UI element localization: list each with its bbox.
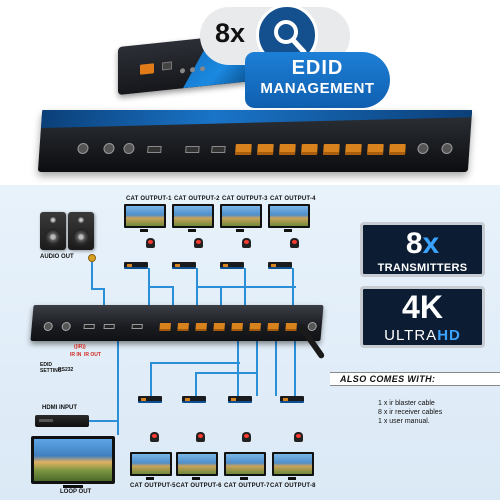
receiver-1	[124, 262, 148, 269]
ir-signal-icon: ((IR))	[74, 344, 86, 350]
receiver-7	[228, 396, 252, 403]
ir-receiver-eye-icon	[146, 238, 155, 248]
transmitters-count-num: 8	[405, 227, 423, 260]
speaker-right	[68, 212, 94, 250]
edid-label: EDID	[291, 57, 344, 79]
ir-out-label: IR OUT	[84, 352, 101, 358]
receiver-8	[280, 396, 304, 403]
magnify-count: 8x	[215, 18, 246, 48]
ir-receiver-eye-icon	[150, 432, 159, 442]
tv-output-4	[268, 204, 310, 228]
cat-output-2-label: CAT OUTPUT-2	[174, 196, 220, 202]
hdmi-input-label: HDMI INPUT	[42, 405, 77, 411]
cat-output-4-label: CAT OUTPUT-4	[270, 196, 316, 202]
tv-output-5	[130, 452, 172, 476]
receiver-3	[220, 262, 244, 269]
cat-output-6-label: CAT OUTPUT-6	[176, 483, 222, 489]
accessories-list: 1 x ir blaster cable 8 x ir receiver cab…	[378, 399, 442, 426]
tv-output-7	[224, 452, 266, 476]
edid-management-badge: EDID MANAGEMENT	[245, 52, 390, 108]
cat-output-1-label: CAT OUTPUT-1	[126, 196, 172, 202]
main-splitter-unit	[30, 305, 324, 341]
splitter-device-image	[37, 110, 473, 172]
speaker-left	[40, 212, 66, 250]
ir-receiver-eye-icon	[242, 238, 251, 248]
receiver-4	[268, 262, 292, 269]
list-item: 1 x ir blaster cable	[378, 400, 435, 407]
audio-jack-icon	[88, 254, 96, 262]
hdmi-source-device	[35, 415, 89, 427]
ultra-label: ULTRA	[384, 327, 438, 344]
audio-out-label: AUDIO OUT	[40, 254, 74, 260]
cat-output-5-label: CAT OUTPUT-5	[130, 483, 176, 489]
cat-output-7-label: CAT OUTPUT-7	[224, 483, 270, 489]
transmitters-badge: 8x TRANSMITTERS	[360, 222, 485, 277]
ir-receiver-eye-icon	[196, 432, 205, 442]
resolution-4k: 4K	[402, 289, 443, 325]
ir-receiver-eye-icon	[194, 238, 203, 248]
tv-output-6	[176, 452, 218, 476]
receiver-2	[172, 262, 196, 269]
loop-out-label: LOOP OUT	[60, 489, 92, 495]
cat-output-8-label: CAT OUTPUT-8	[270, 483, 316, 489]
management-label: MANAGEMENT	[260, 80, 375, 97]
ultra-hd-badge: 4K ULTRAHD	[360, 286, 485, 348]
transmitters-count-x: x	[422, 227, 440, 260]
receiver-6	[182, 396, 206, 403]
receiver-5	[138, 396, 162, 403]
ir-receiver-eye-icon	[294, 432, 303, 442]
list-item: 8 x ir receiver cables	[378, 409, 443, 416]
rs232-label: RS232	[58, 367, 74, 373]
ir-receiver-eye-icon	[242, 432, 251, 442]
ir-receiver-eye-icon	[290, 238, 299, 248]
edid-setting-label: EDID SETTING	[40, 362, 62, 374]
top-product-panel: 8x EDID MANAGEMENT	[0, 0, 500, 185]
also-comes-with-title: ALSO COMES WITH:	[340, 374, 436, 384]
tv-output-3	[220, 204, 262, 228]
ir-in-label: IR IN	[70, 352, 82, 358]
tv-output-8	[272, 452, 314, 476]
loop-out-tv	[31, 436, 115, 484]
tv-output-1	[124, 204, 166, 228]
also-comes-with-heading: ALSO COMES WITH:	[330, 372, 500, 386]
tv-output-2	[172, 204, 214, 228]
list-item: 1 x user manual.	[378, 418, 430, 425]
transmitters-label: TRANSMITTERS	[377, 262, 468, 274]
cat-output-3-label: CAT OUTPUT-3	[222, 196, 268, 202]
hd-label: HD	[437, 327, 461, 344]
